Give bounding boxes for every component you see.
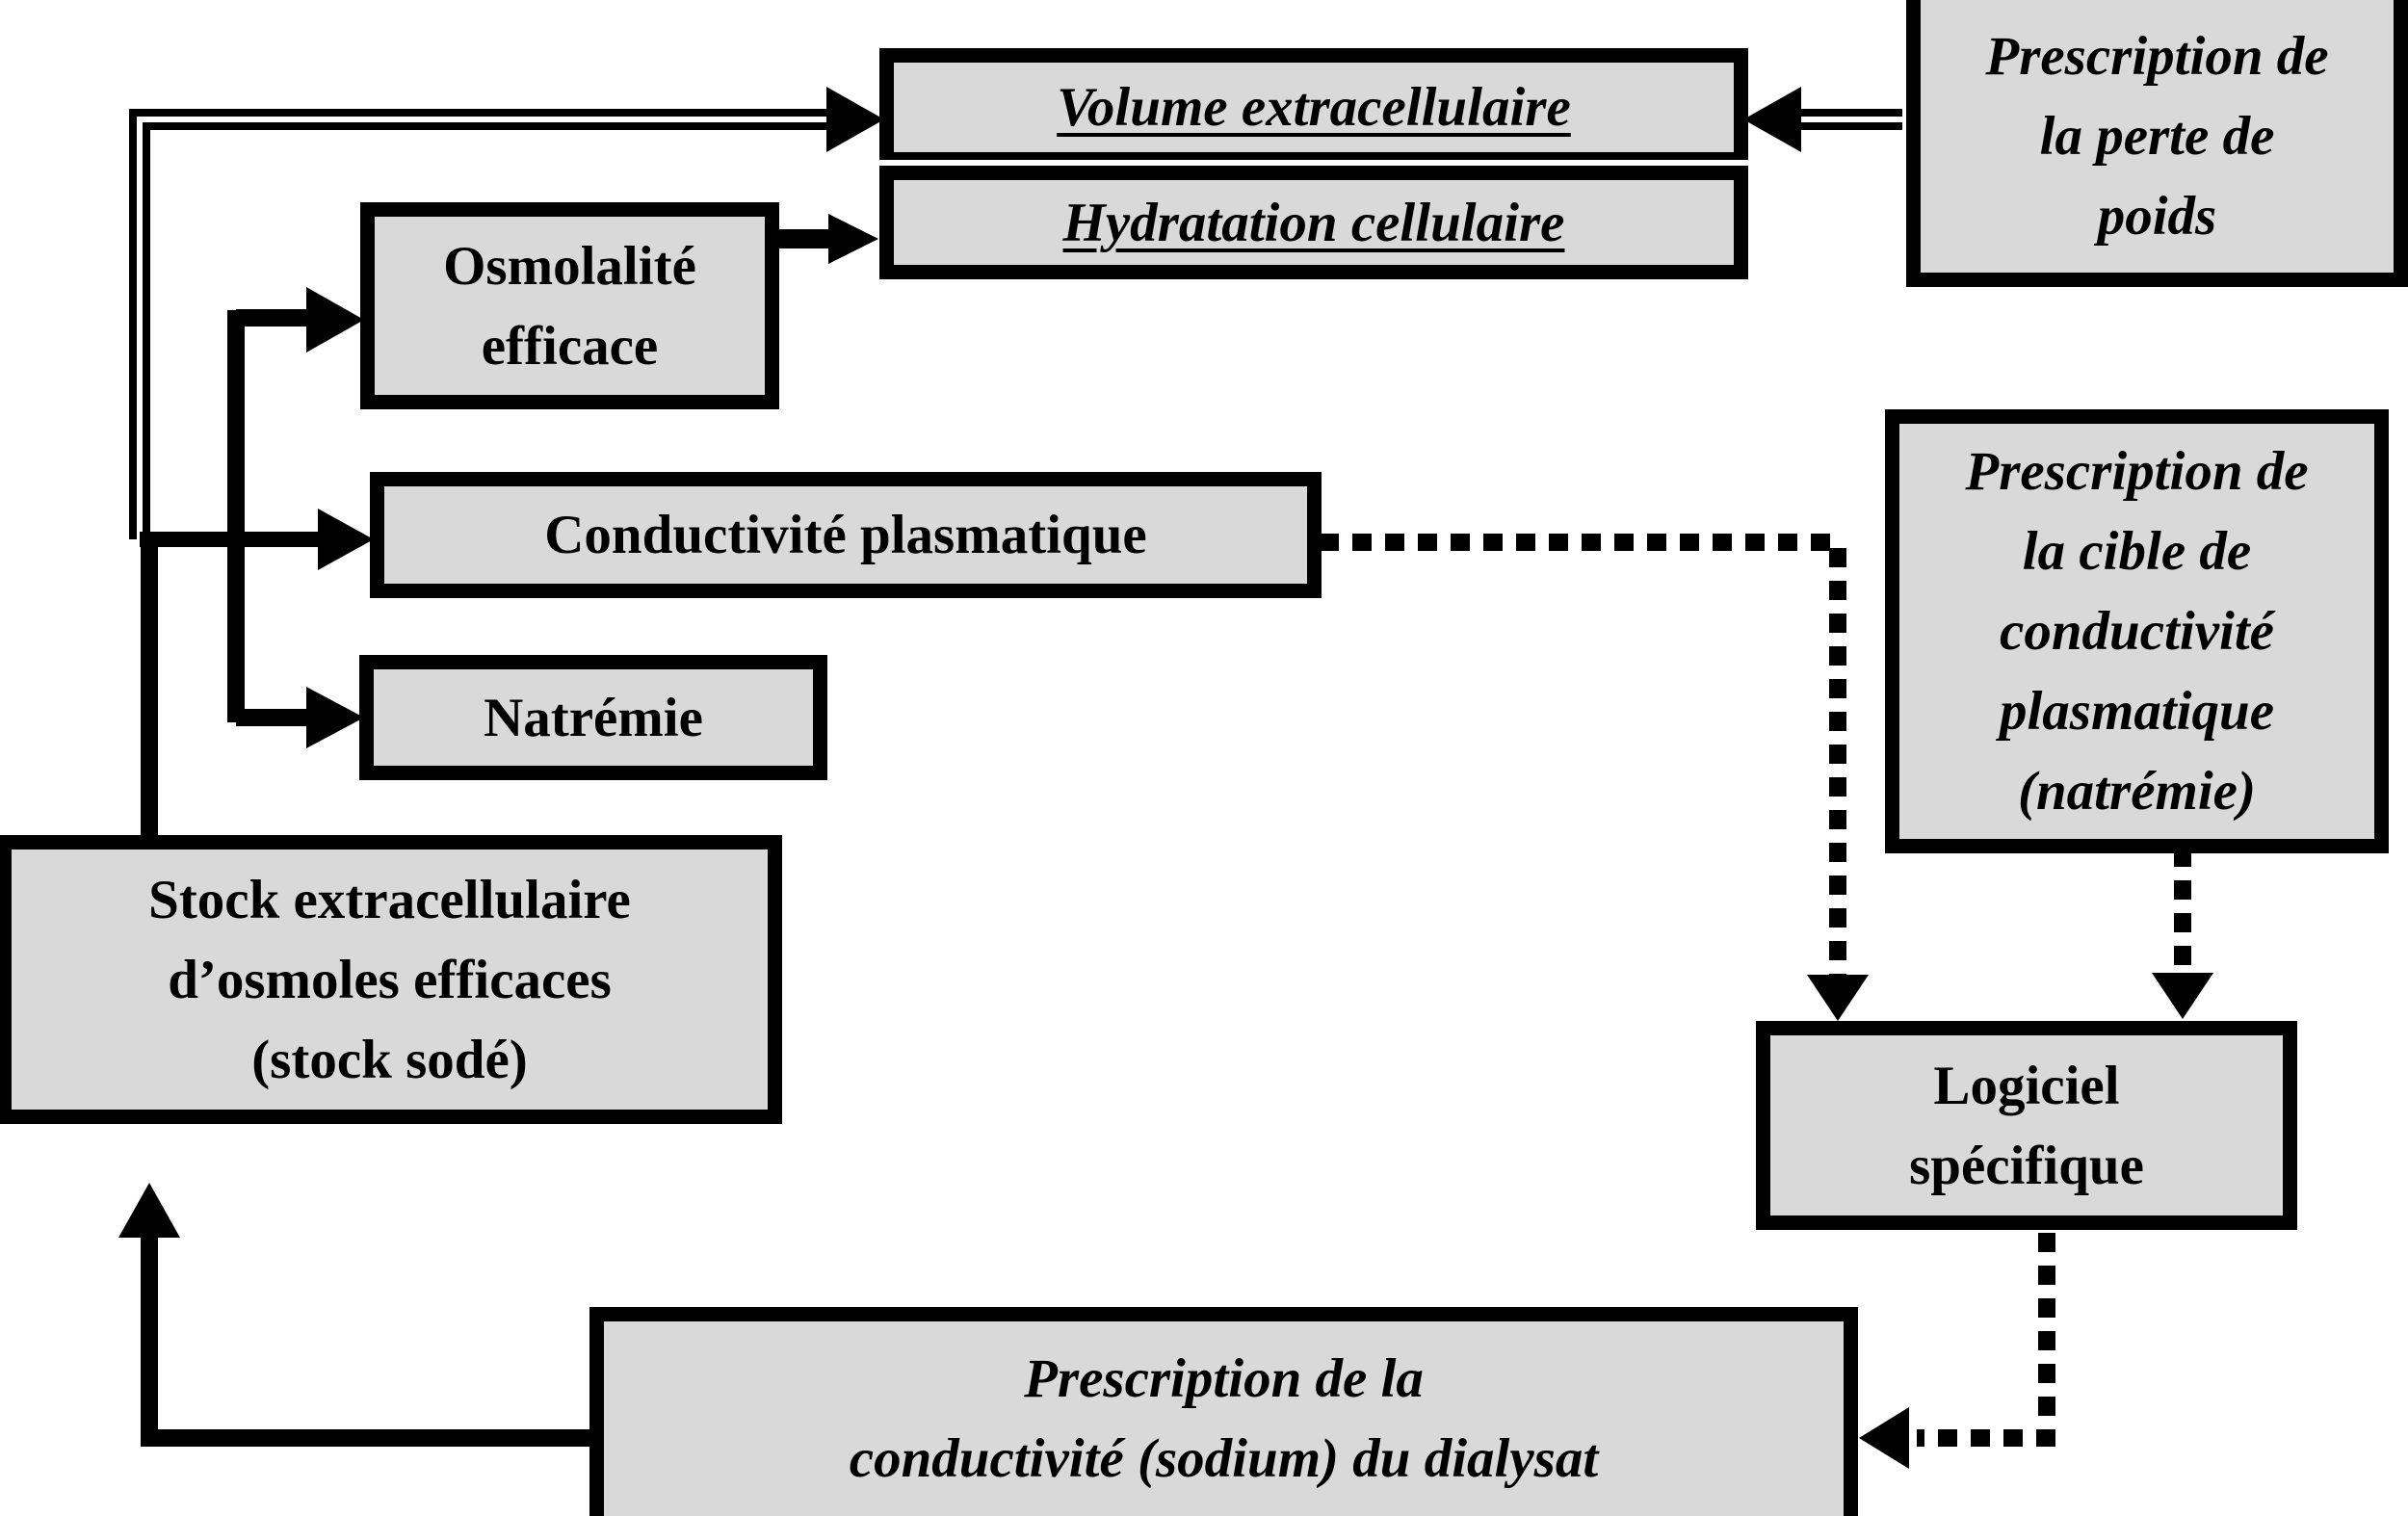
arrow-osmolalite-to-hydratation [775, 214, 878, 264]
dotted-logiciel-to-dialysat [1859, 1233, 2055, 1469]
node-stock-extracellulaire-label: Stock extracellulaire d’osmoles efficace… [148, 869, 631, 1090]
dotted-cible-to-logiciel [2152, 848, 2213, 1019]
node-prescription-conductivite-dialysat-label: Prescription de la conductivité (sodium)… [849, 1348, 1599, 1489]
double-arrow-stock-to-volume [129, 87, 884, 539]
node-prescription-perte-poids: Prescription de la perte de poids [1906, 0, 2408, 287]
double-arrow-perte-poids-to-volume [1743, 87, 1902, 152]
node-natremie-label: Natrémie [484, 687, 703, 748]
node-hydratation-cellulaire: Hydratation cellulaire [879, 166, 1748, 279]
node-osmolalite-efficace: Osmolalité efficace [360, 202, 779, 409]
node-logiciel-specifique-label: Logiciel spécifique [1909, 1055, 2144, 1196]
node-conductivite-plasmatique: Conductivité plasmatique [370, 472, 1322, 598]
node-osmolalite-efficace-label: Osmolalité efficace [443, 235, 696, 377]
node-prescription-perte-poids-label: Prescription de la perte de poids [1985, 26, 2329, 247]
node-volume-extracellulaire-label: Volume extracellulaire [1057, 77, 1571, 138]
node-prescription-conductivite-dialysat: Prescription de la conductivité (sodium)… [589, 1307, 1858, 1516]
node-volume-extracellulaire: Volume extracellulaire [879, 48, 1748, 160]
branch-bracket [227, 287, 364, 748]
node-prescription-cible-conductivite-label: Prescription de la cible de conductivité… [1965, 441, 2309, 822]
node-conductivite-plasmatique-label: Conductivité plasmatique [544, 505, 1147, 565]
node-prescription-cible-conductivite: Prescription de la cible de conductivité… [1885, 409, 2389, 853]
dotted-conductivite-to-logiciel [1320, 534, 1869, 1021]
node-hydratation-cellulaire-label: Hydratation cellulaire [1062, 192, 1565, 253]
arrow-dialysat-to-stock [118, 1183, 589, 1447]
node-stock-extracellulaire: Stock extracellulaire d’osmoles efficace… [0, 835, 782, 1124]
node-logiciel-specifique: Logiciel spécifique [1756, 1021, 2297, 1230]
node-natremie: Natrémie [359, 655, 827, 780]
trunk-stock-vertical [140, 509, 374, 838]
